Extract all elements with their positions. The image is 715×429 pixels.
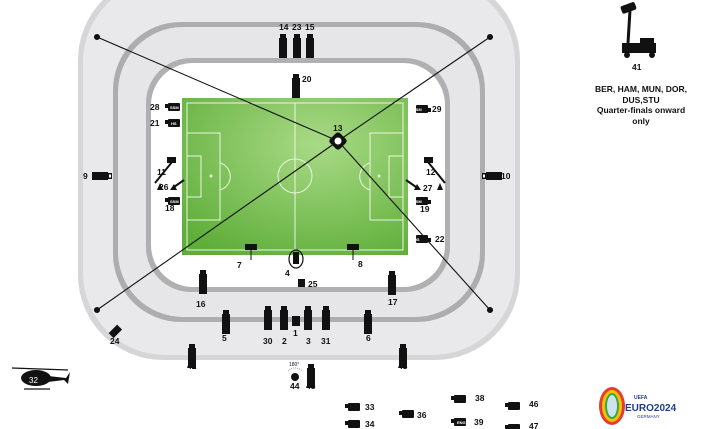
logo-country: GERMANY xyxy=(637,414,660,419)
camera-label-42: 42 xyxy=(187,361,197,371)
ssm-tag: SSM xyxy=(413,107,422,112)
camera-label-15: 15 xyxy=(305,22,315,32)
euro2024-logo: UEFA EURO2024 GERMANY xyxy=(599,387,677,425)
camera-label-17: 17 xyxy=(388,297,398,307)
camera-labels: 14 23 15 20 28 21 29 13 9 10 11 12 26 27… xyxy=(83,22,642,429)
camera-icons xyxy=(11,2,656,429)
spidercam-icon xyxy=(329,132,347,150)
camera-label-36: 36 xyxy=(417,410,427,420)
camera-label-38: 38 xyxy=(475,393,485,403)
pitch xyxy=(182,98,408,255)
camera-label-28: 28 xyxy=(150,102,160,112)
camera-label-47: 47 xyxy=(529,421,539,429)
camera-label-32: 32 xyxy=(29,376,38,385)
camera-label-20: 20 xyxy=(302,74,312,84)
ssm-tag: SSM xyxy=(170,105,179,110)
camera-label-6: 6 xyxy=(366,333,371,343)
camera-label-16: 16 xyxy=(196,299,206,309)
camera-label-2: 2 xyxy=(282,336,287,346)
camera-label-44: 44 xyxy=(290,381,300,391)
camera-label-19: 19 xyxy=(420,204,430,214)
camera-label-25: 25 xyxy=(308,279,318,289)
camera-label-3: 3 xyxy=(306,336,311,346)
camera-label-8: 8 xyxy=(358,259,363,269)
spidercam-cables xyxy=(93,33,494,314)
camera-label-13: 13 xyxy=(333,123,343,133)
hs-tag: HS xyxy=(171,121,177,126)
camera-label-33: 33 xyxy=(365,402,375,412)
camera-label-43: 43 xyxy=(398,361,408,371)
camera-label-14: 14 xyxy=(279,22,289,32)
camera-label-4: 4 xyxy=(285,268,290,278)
camera-label-5: 5 xyxy=(222,333,227,343)
camera-label-24: 24 xyxy=(110,336,120,346)
camera-label-21: 21 xyxy=(150,118,160,128)
camera-label-9: 9 xyxy=(83,171,88,181)
camera-label-29: 29 xyxy=(432,104,442,114)
camera-label-26: 26 xyxy=(159,182,169,192)
camera-label-30: 30 xyxy=(263,336,273,346)
camera-label-12: 12 xyxy=(426,167,436,177)
camera-label-39: 39 xyxy=(474,417,484,427)
camera-label-27: 27 xyxy=(423,183,433,193)
camera-label-22: 22 xyxy=(435,234,445,244)
hs-tag: HS xyxy=(414,237,420,242)
ssm-tag: SSM xyxy=(413,199,422,204)
camera-label-31: 31 xyxy=(321,336,331,346)
logo-euro: EURO2024 xyxy=(625,403,677,414)
camera-label-11: 11 xyxy=(157,167,166,177)
logo-uefa: UEFA xyxy=(634,395,648,401)
camera-label-10: 10 xyxy=(501,171,511,181)
note-line: only xyxy=(632,115,650,126)
angle-label: 180° xyxy=(289,362,299,368)
camera-label-41: 41 xyxy=(632,62,642,72)
ssm-tag: SSM xyxy=(170,199,179,204)
camera-label-18: 18 xyxy=(165,203,175,213)
camera-label-46: 46 xyxy=(529,399,539,409)
note-line: BER, HAM, MUN, DOR, xyxy=(594,84,688,94)
eng-tag: ENG xyxy=(457,420,466,425)
camera-label-7: 7 xyxy=(237,260,242,270)
camera-label-23: 23 xyxy=(292,22,302,32)
note-line: DUS,STU xyxy=(622,94,660,105)
crane-availability-note: BER, HAM, MUN, DOR, DUS,STU Quarter-fina… xyxy=(585,84,697,126)
camera-label-34: 34 xyxy=(365,419,375,429)
camera-label-45: 45 xyxy=(306,381,316,391)
note-line: Quarter-finals onward xyxy=(596,105,686,115)
camera-label-1: 1 xyxy=(293,328,298,338)
